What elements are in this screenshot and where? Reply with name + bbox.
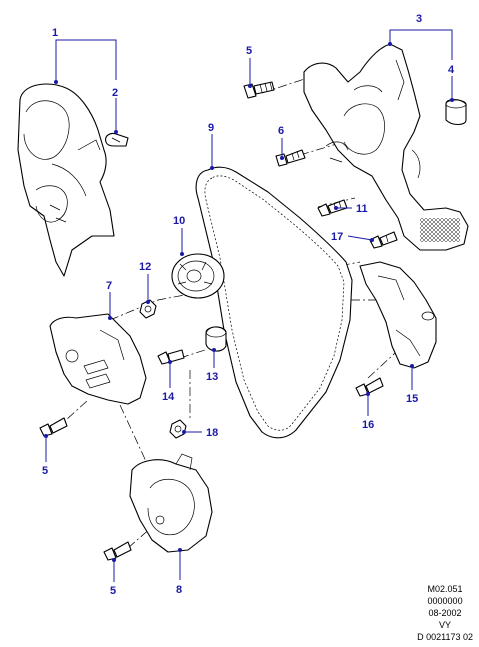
callout-4: 4 bbox=[448, 64, 455, 76]
callout-2: 2 bbox=[112, 87, 118, 99]
callout-12: 12 bbox=[139, 261, 151, 273]
timing-belt bbox=[195, 166, 353, 439]
belt-guide bbox=[359, 261, 437, 369]
upper-timing-cover bbox=[17, 83, 115, 277]
tensioner-pulley bbox=[171, 253, 225, 299]
tensioner-nut bbox=[139, 299, 157, 319]
bolt-5-top bbox=[243, 81, 275, 99]
engine-bracket bbox=[49, 313, 147, 405]
callout-6: 6 bbox=[278, 125, 284, 137]
bolt-6 bbox=[275, 149, 306, 167]
callout-5-top: 5 bbox=[246, 45, 252, 57]
callout-leaders bbox=[44, 29, 454, 582]
callout-3: 3 bbox=[416, 13, 422, 25]
callout-5-left: 5 bbox=[42, 465, 48, 477]
ref-line-4: VY bbox=[439, 620, 452, 630]
idler-pulley bbox=[205, 326, 227, 352]
drawing-reference-code: M02.051 0000000 08-2002 VY D 0021173 02 bbox=[417, 583, 473, 643]
callout-17: 17 bbox=[331, 231, 343, 243]
bolt-16 bbox=[355, 377, 384, 397]
ref-line-1: M02.051 bbox=[427, 584, 463, 594]
callout-1: 1 bbox=[52, 27, 58, 39]
ref-line-2: 0000000 bbox=[427, 596, 463, 606]
bolt-5-left bbox=[39, 417, 68, 437]
ref-line-3: 08-2002 bbox=[428, 608, 462, 618]
callout-14: 14 bbox=[162, 391, 175, 403]
ref-line-5: D 0021173 02 bbox=[417, 632, 473, 642]
cover-clip bbox=[105, 132, 129, 147]
callout-11: 11 bbox=[356, 203, 368, 215]
bolt-17 bbox=[369, 231, 398, 249]
callout-9: 9 bbox=[208, 122, 214, 134]
cover-plug bbox=[445, 98, 467, 126]
callout-7: 7 bbox=[106, 280, 112, 292]
rear-plate bbox=[129, 453, 213, 553]
callout-10: 10 bbox=[173, 215, 185, 227]
callout-5-bottom: 5 bbox=[110, 585, 116, 597]
callout-8: 8 bbox=[176, 584, 182, 596]
callout-15: 15 bbox=[406, 393, 418, 405]
callout-13: 13 bbox=[206, 371, 218, 383]
callout-labels: 1 2 3 4 5 5 5 6 7 8 9 10 11 12 13 14 15 … bbox=[42, 13, 455, 597]
callout-18: 18 bbox=[206, 427, 218, 439]
bolt-5-bottom bbox=[103, 541, 132, 561]
rear-timing-cover bbox=[303, 43, 469, 251]
idler-nut bbox=[169, 419, 187, 439]
callout-16: 16 bbox=[362, 419, 374, 431]
